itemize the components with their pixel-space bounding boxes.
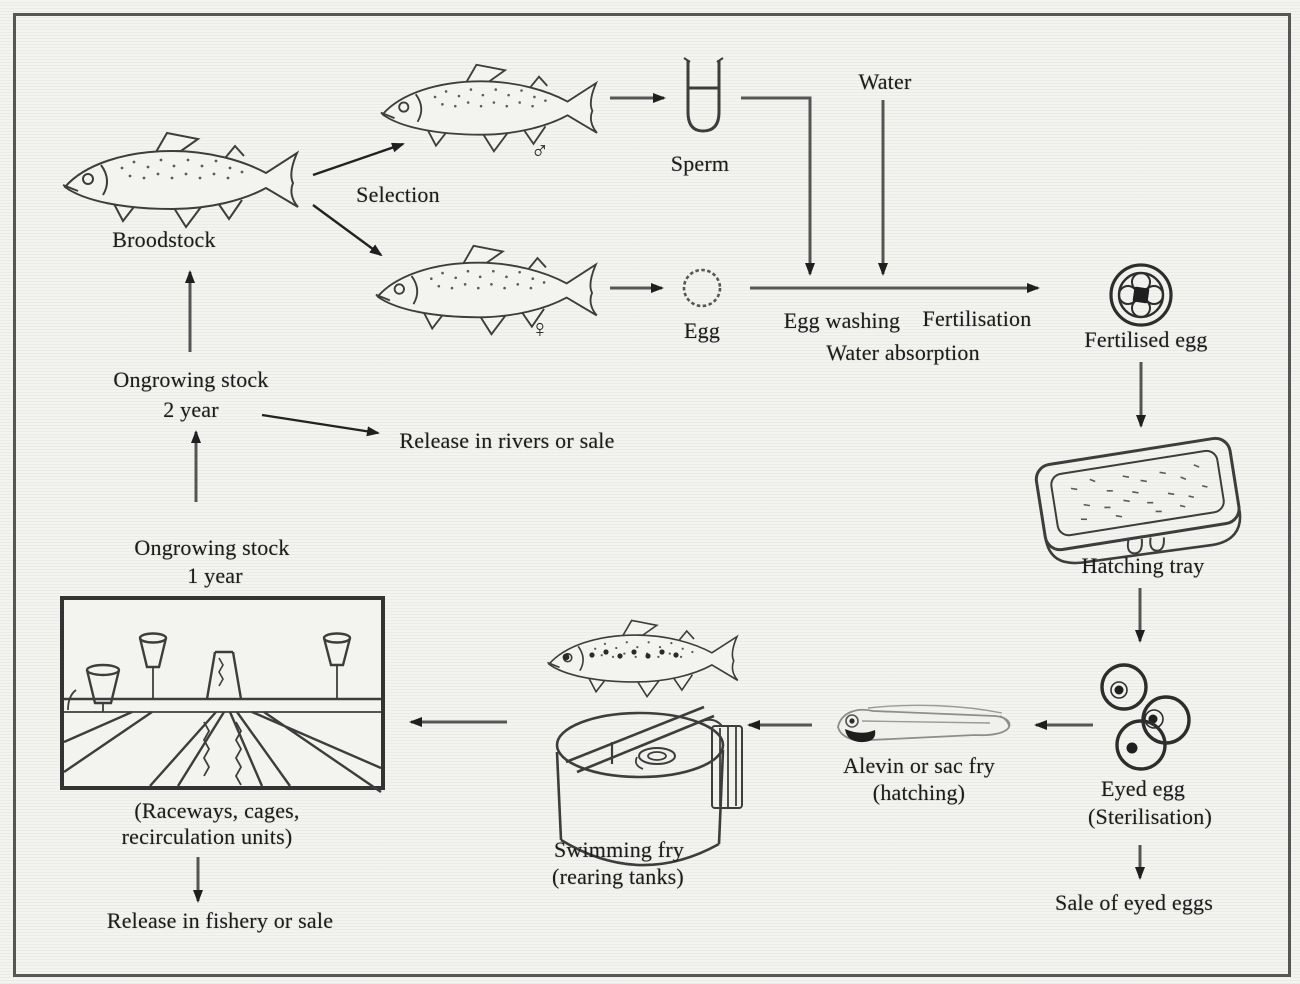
ongrowing-2-year-label: 2 year [163,397,219,422]
arrow-selection-to-male [312,142,405,177]
hatching-tray-label: Hatching tray [1081,553,1205,578]
release-rivers-label: Release in rivers or sale [399,428,615,453]
female-fish-illustration [374,244,598,336]
ongrowing-1-label: Ongrowing stock [134,535,290,560]
arrow-selection-to-female [312,204,383,257]
egg-icon [682,268,722,308]
sperm-label: Sperm [670,151,730,176]
rearing-tanks-label: (rearing tanks) [552,864,684,889]
egg-washing-label: Egg washing [783,308,901,333]
fertilised-egg-icon [1109,263,1173,327]
broodstock-label: Broodstock [112,227,216,252]
ongrowing-2-label: Ongrowing stock [113,367,269,392]
sale-eyed-eggs-label: Sale of eyed eggs [1055,890,1213,915]
fertilised-egg-label: Fertilised egg [1084,327,1208,352]
line-sperm-to-mixing [741,96,815,276]
raceway-picture [60,596,385,793]
rearing-tank-illustration [555,705,743,867]
release-fishery-label: Release in fishery or sale [106,908,334,933]
swimming-fry-label: Swimming fry [553,837,685,862]
ongrowing-1-year-label: 1 year [187,563,243,588]
sperm-tube-icon [683,57,724,133]
fertilisation-label: Fertilisation [922,306,1032,331]
sterilisation-label: (Sterilisation) [1088,804,1212,829]
eyed-egg-icon [1100,663,1191,771]
alevin-label: Alevin or sac fry [843,753,995,778]
raceways-label-line1: (Raceways, cages, [134,798,300,823]
arrow-ongrowing2-to-release-rivers [261,413,380,437]
female-symbol: ♀ [530,316,550,343]
water-absorption-label: Water absorption [826,340,980,365]
raceways-label-line2: recirculation units) [121,824,293,849]
male-symbol: ♂ [530,138,550,165]
male-fish-illustration [379,63,598,153]
broodstock-fish-illustration [62,132,299,228]
selection-label: Selection [356,182,440,207]
hatching-tray-illustration [1034,436,1242,565]
egg-label: Egg [683,318,721,343]
hatching-label: (hatching) [872,780,966,805]
eyed-egg-label: Eyed egg [1100,776,1186,801]
water-label: Water [858,69,912,94]
alevin-illustration [837,704,1011,743]
parr-fish-illustration [546,619,739,698]
